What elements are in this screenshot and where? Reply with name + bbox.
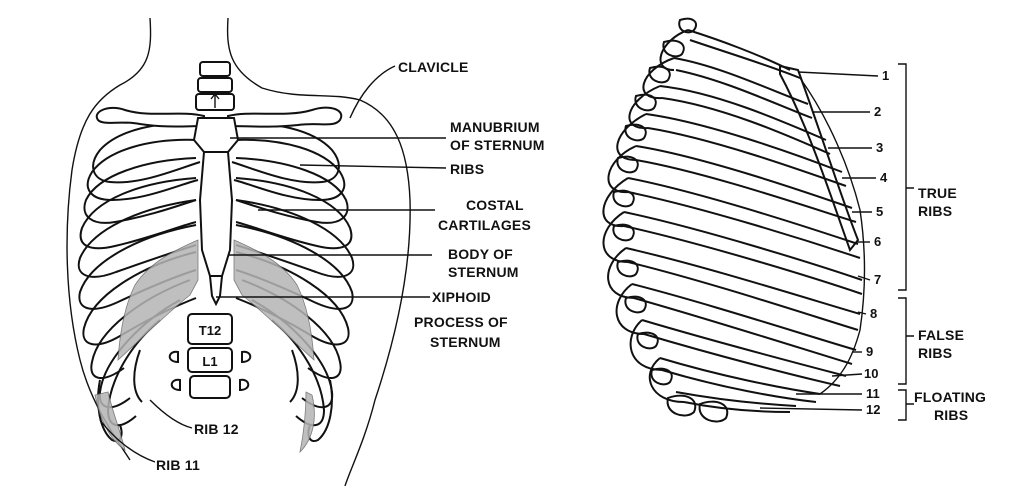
label-costal-line2: CARTILAGES: [438, 217, 531, 233]
bracket-true-ribs: [898, 63, 914, 291]
rib-12-left: [133, 349, 143, 403]
clavicle-right: [227, 106, 343, 128]
label-rib-12: RIB 12: [194, 421, 239, 437]
label-true-ribs-line2: RIBS: [918, 203, 952, 219]
rib-number-9: 9: [866, 344, 873, 359]
rib-arches-right: [231, 122, 355, 442]
rib-number-5: 5: [876, 204, 883, 219]
t12-label: T12: [199, 323, 221, 338]
label-xiphoid-line2: PROCESS OF: [414, 314, 508, 330]
clavicle-left: [95, 106, 205, 128]
rib-number-7: 7: [874, 272, 881, 287]
costal-cartilage-lower-left: [94, 391, 126, 451]
label-true-ribs-line1: TRUE: [918, 185, 957, 201]
lateral-leader-lines: [759, 71, 879, 411]
bracket-floating-ribs: [898, 389, 914, 421]
rib-number-2: 2: [874, 104, 881, 119]
label-clavicle: CLAVICLE: [398, 59, 469, 75]
rib-numbers: 1 2 3 4 5 6 7 8 9 10 11 12: [864, 68, 889, 417]
costal-cartilage-left: [117, 239, 199, 361]
label-floating-ribs-line2: RIBS: [934, 407, 968, 423]
lumbar-vertebrae: [168, 350, 252, 399]
vertebra-l1: L1: [187, 347, 233, 373]
label-false-ribs-line1: FALSE: [918, 327, 964, 343]
costal-cartilage-lower-right: [299, 391, 315, 454]
body-outline: [66, 17, 411, 486]
lateral-view: 1 2 3 4 5 6 7 8 9 10 11 12 TRUE RIBS FAL…: [602, 17, 986, 423]
bracket-false-ribs: [898, 297, 914, 385]
lateral-rib-angles: [602, 29, 689, 403]
lateral-ribs: [623, 29, 863, 413]
rib-number-6: 6: [874, 234, 881, 249]
rib-number-10: 10: [864, 366, 878, 381]
label-xiphoid-line1: XIPHOID: [432, 289, 491, 305]
rib-number-8: 8: [870, 306, 877, 321]
rib-number-4: 4: [880, 170, 888, 185]
label-ribs: RIBS: [450, 161, 484, 177]
label-sternum-body-line2: STERNUM: [448, 264, 519, 280]
label-floating-ribs-line1: FLOATING: [914, 389, 986, 405]
label-rib-11: RIB 11: [156, 457, 200, 473]
sternum-body: [198, 151, 234, 277]
xiphoid-process: [208, 275, 224, 307]
costal-cartilage-right: [233, 239, 315, 361]
l1-label: L1: [202, 354, 217, 369]
vertebra-t12: T12: [187, 313, 233, 345]
rib-number-3: 3: [876, 140, 883, 155]
label-sternum-body-line1: BODY OF: [448, 246, 513, 262]
label-xiphoid-line3: STERNUM: [430, 334, 501, 350]
label-manubrium-line1: MANUBRIUM: [450, 119, 540, 135]
manubrium: [192, 117, 240, 153]
cervical-vertebrae: [195, 61, 235, 111]
lateral-costal-margin: [799, 77, 866, 395]
anterior-view: T12 L1 CLAVICLE MANUBRIUM OF STERNUM: [66, 17, 545, 486]
anterior-leader-lines: [99, 65, 447, 463]
label-manubrium-line2: OF STERNUM: [450, 137, 545, 153]
rib-number-1: 1: [882, 68, 889, 83]
rib-number-12: 12: [866, 402, 880, 417]
label-costal-line1: COSTAL: [466, 197, 524, 213]
rib-number-11: 11: [866, 386, 880, 401]
label-false-ribs-line2: RIBS: [918, 345, 952, 361]
group-brackets: [898, 63, 914, 421]
